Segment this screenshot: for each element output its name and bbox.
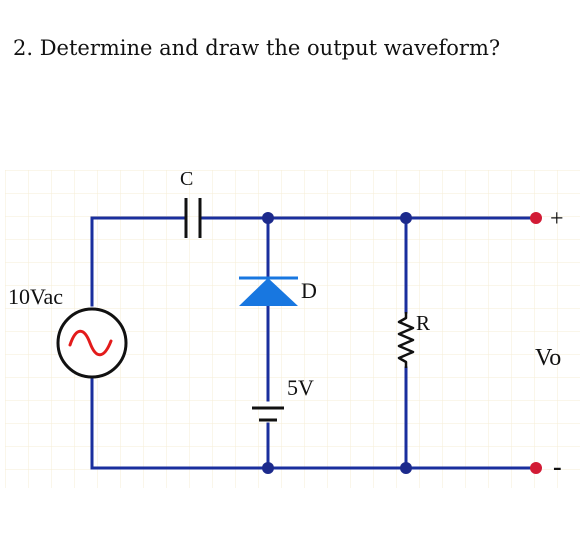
output-terminal-negative (530, 462, 542, 474)
source-label: 10Vac (8, 284, 63, 309)
wire-bottom (90, 378, 538, 470)
node-top-resistor (400, 212, 412, 224)
resistor-label: R (416, 311, 430, 335)
question-title: 2. Determine and draw the output wavefor… (13, 36, 501, 60)
diode-triangle (239, 278, 298, 306)
sine-wave-icon (68, 329, 113, 357)
diode-label: D (301, 278, 317, 303)
node-top-diode (262, 212, 274, 224)
diode (239, 276, 298, 306)
wires (90, 216, 538, 470)
ac-source (56, 307, 128, 379)
junction-nodes (262, 212, 412, 474)
output-terminal-positive (530, 212, 542, 224)
node-bottom-resistor (400, 462, 412, 474)
resistor-zigzag (397, 312, 415, 368)
capacitor-label: C (180, 168, 193, 190)
battery (252, 406, 284, 422)
capacitor (184, 198, 202, 238)
node-bottom-diode (262, 462, 274, 474)
ac-source-circle (56, 307, 128, 379)
resistor (397, 312, 415, 368)
output-minus-label: - (553, 452, 562, 481)
wire-top-left (90, 216, 187, 307)
battery-label: 5V (287, 375, 314, 400)
output-terminals (530, 212, 542, 474)
output-label: Vo (535, 345, 561, 371)
output-plus-label: + (550, 206, 564, 232)
